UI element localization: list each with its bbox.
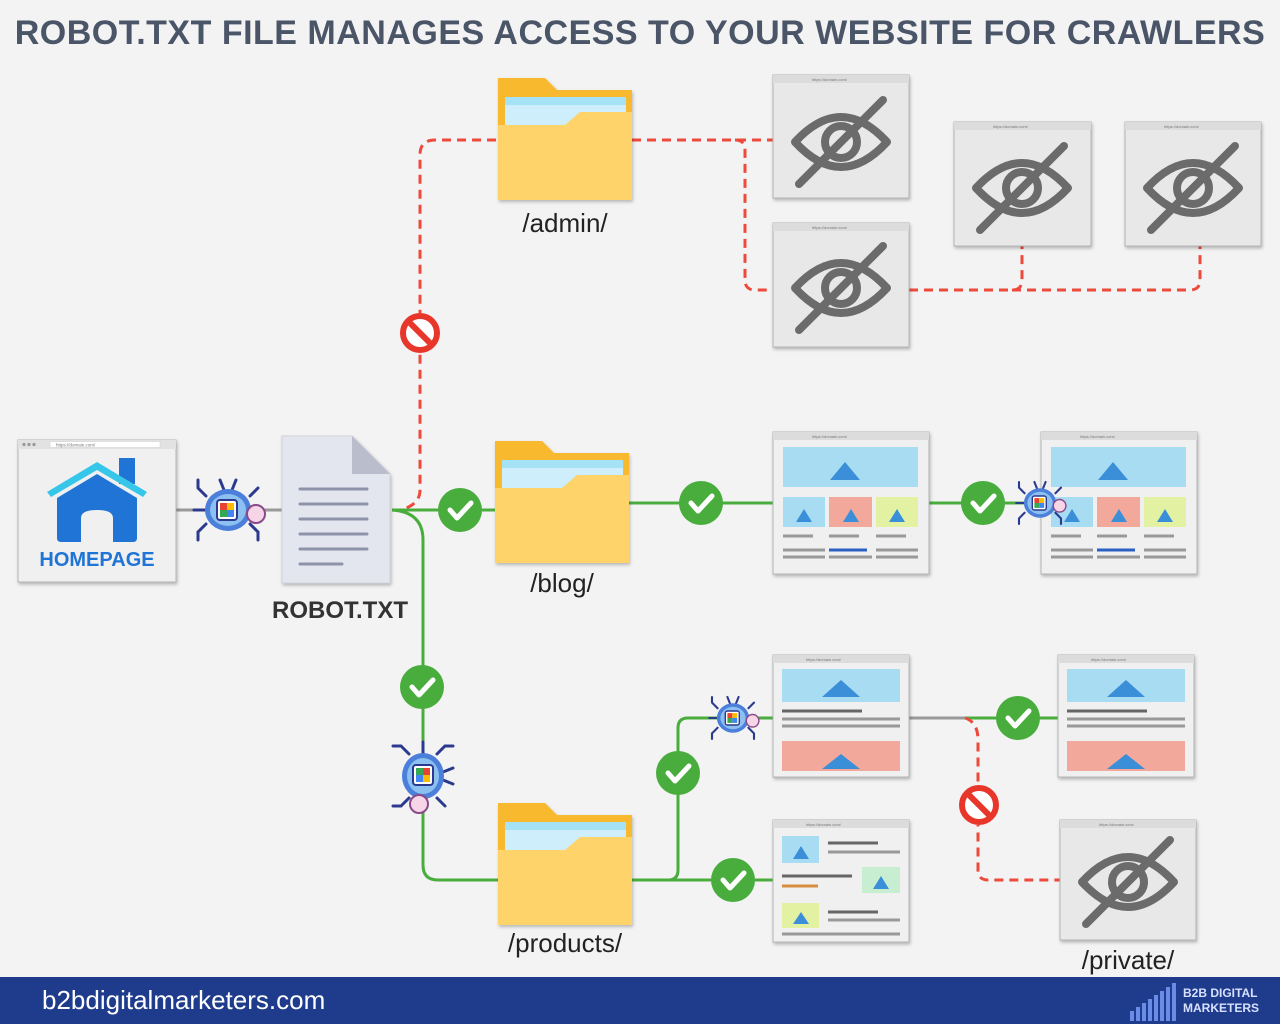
hidden-page-url: https://domain.com/ bbox=[812, 77, 848, 82]
private-label: /private/ bbox=[1082, 945, 1175, 975]
blocked-icon bbox=[959, 785, 999, 825]
brand-name-line2: MARKETERS bbox=[1183, 1001, 1260, 1015]
footer-bar: b2bdigitalmarketers.com B2B DIGITAL MARK… bbox=[0, 977, 1280, 1024]
check-icon bbox=[711, 858, 755, 902]
home-icon bbox=[47, 458, 147, 542]
allowed-path-products-pages bbox=[632, 716, 773, 882]
eye-slash-icon bbox=[1078, 836, 1178, 928]
document-icon[interactable] bbox=[281, 435, 391, 584]
check-icon bbox=[400, 665, 444, 709]
footer-site-link[interactable]: b2bdigitalmarketers.com bbox=[42, 985, 326, 1015]
page-url: https://domain.com/ bbox=[1080, 434, 1116, 439]
page-url: https://domain.com/ bbox=[806, 822, 842, 827]
blog-page-2[interactable]: https://domain.com/ bbox=[1040, 431, 1198, 575]
brand-logo-icon bbox=[1130, 983, 1176, 1021]
check-icon bbox=[679, 481, 723, 525]
check-icon bbox=[438, 488, 482, 532]
page-url: https://domain.com/ bbox=[1091, 657, 1127, 662]
brand-name-line1: B2B DIGITAL bbox=[1183, 986, 1258, 1000]
eye-slash-icon bbox=[972, 142, 1072, 234]
homepage-label: HOMEPAGE bbox=[39, 549, 154, 571]
product-page-1[interactable]: https://domain.com/ bbox=[772, 654, 910, 778]
hidden-page-url: https://domain.com/ bbox=[993, 124, 1029, 129]
crawler-bug-icon bbox=[391, 740, 455, 814]
crawler-bug-icon bbox=[192, 478, 266, 542]
eye-slash-icon bbox=[1143, 142, 1243, 234]
blocked-path-hidden-pages bbox=[909, 246, 1202, 292]
folder-icon-blog[interactable] bbox=[495, 441, 629, 563]
folder-icon-admin[interactable] bbox=[498, 78, 632, 200]
product-page-3[interactable]: https://domain.com/ bbox=[772, 819, 910, 943]
page-url: https://domain.com/ bbox=[806, 657, 842, 662]
blocked-path-admin bbox=[392, 138, 498, 512]
hidden-page-url: https://domain.com/ bbox=[1099, 822, 1135, 827]
check-icon bbox=[996, 696, 1040, 740]
allowed-path-products bbox=[391, 508, 498, 882]
robots-label: ROBOT.TXT bbox=[272, 597, 408, 624]
crawler-bug-icon bbox=[708, 695, 760, 741]
check-icon bbox=[961, 481, 1005, 525]
product-page-2[interactable]: https://domain.com/ bbox=[1057, 654, 1195, 778]
folder-icon-products[interactable] bbox=[498, 803, 632, 925]
crawler-bug-icon bbox=[1015, 480, 1067, 526]
homepage-url: https://domain.com/ bbox=[56, 443, 96, 448]
page-url: https://domain.com/ bbox=[812, 434, 848, 439]
page-title: ROBOT.TXT FILE MANAGES ACCESS TO YOUR WE… bbox=[14, 14, 1266, 52]
eye-slash-icon bbox=[791, 242, 891, 334]
eye-slash-icon bbox=[791, 96, 891, 188]
hidden-page-url: https://domain.com/ bbox=[812, 225, 848, 230]
products-label: /products/ bbox=[508, 928, 623, 958]
blocked-path-private bbox=[964, 716, 1060, 882]
admin-label: /admin/ bbox=[522, 208, 608, 238]
blog-page-1[interactable]: https://domain.com/ bbox=[772, 431, 930, 575]
blocked-path-admin-pages bbox=[632, 138, 773, 292]
hidden-page-url: https://domain.com/ bbox=[1164, 124, 1200, 129]
blog-label: /blog/ bbox=[530, 568, 594, 598]
blocked-icon bbox=[400, 313, 440, 353]
check-icon bbox=[656, 751, 700, 795]
